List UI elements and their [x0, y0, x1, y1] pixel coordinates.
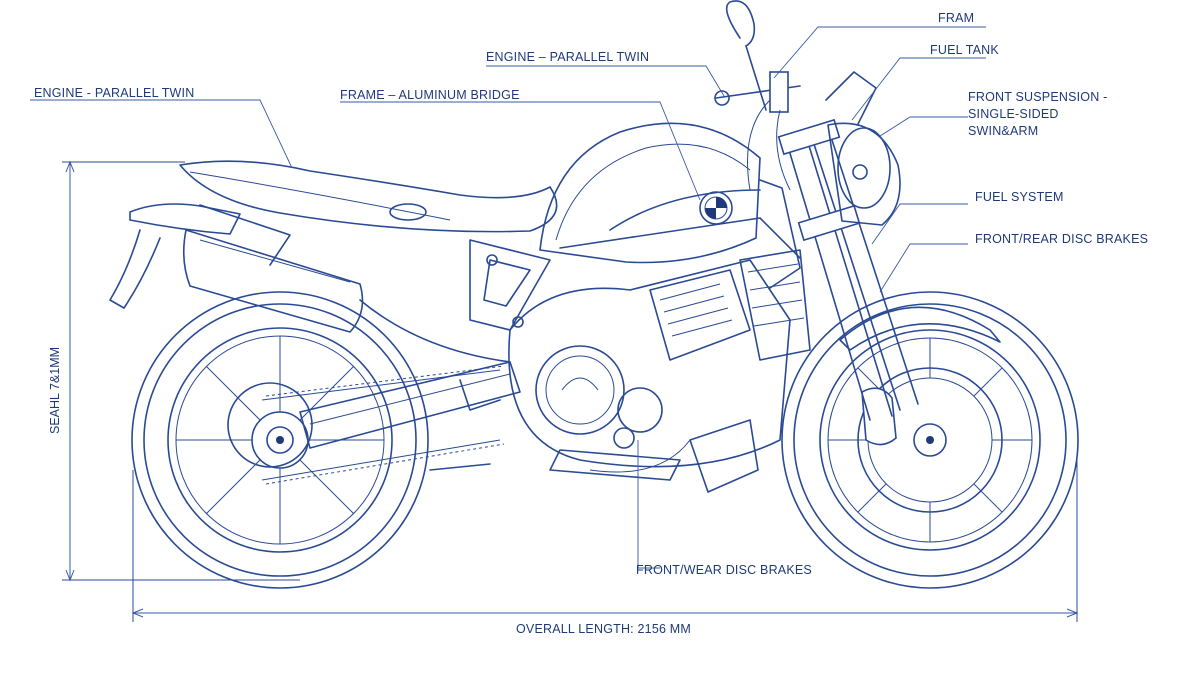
label-fuel-tank: FUEL TANK — [930, 43, 999, 57]
front-fender — [839, 306, 1001, 351]
label-engine-top: ENGINE – PARALLEL TWIN — [486, 50, 650, 64]
swingarm — [299, 361, 521, 449]
front-wheel — [781, 291, 1079, 589]
seat — [179, 160, 558, 233]
tail-section — [109, 203, 291, 309]
fuel-tank — [539, 122, 801, 289]
label-front-suspension-3: SWIN&ARM — [968, 124, 1039, 138]
overall-length-dimension — [131, 455, 1079, 622]
label-fram: FRAM — [938, 11, 975, 25]
front-fork — [777, 118, 919, 421]
label-engine-left: ENGINE - PARALLEL TWIN — [34, 86, 195, 100]
label-front-suspension-1: FRONT SUSPENSION - — [968, 90, 1108, 104]
drive-chain — [261, 365, 505, 485]
leader-lines — [30, 26, 986, 569]
label-frame-aluminum-bridge: FRAME – ALUMINUM BRIDGE — [340, 88, 520, 102]
exhaust — [182, 229, 511, 363]
label-brakes-right: FRONT/REAR DISC BRAKES — [975, 232, 1149, 246]
engine — [429, 249, 811, 493]
headlight — [825, 71, 901, 226]
label-brakes-bottom: FRONT/WEAR DISC BRAKES — [636, 563, 812, 577]
label-front-suspension-2: SINGLE-SIDED — [968, 107, 1059, 121]
label-seat-height: SEAHL 7&1MM — [48, 346, 62, 434]
rear-wheel — [131, 291, 429, 589]
seat-height-dimension — [62, 160, 300, 582]
label-fuel-system: FUEL SYSTEM — [975, 190, 1064, 204]
handlebar-mirror — [714, 0, 801, 191]
label-overall-length: OVERALL LENGTH: 2156 MM — [516, 622, 692, 636]
